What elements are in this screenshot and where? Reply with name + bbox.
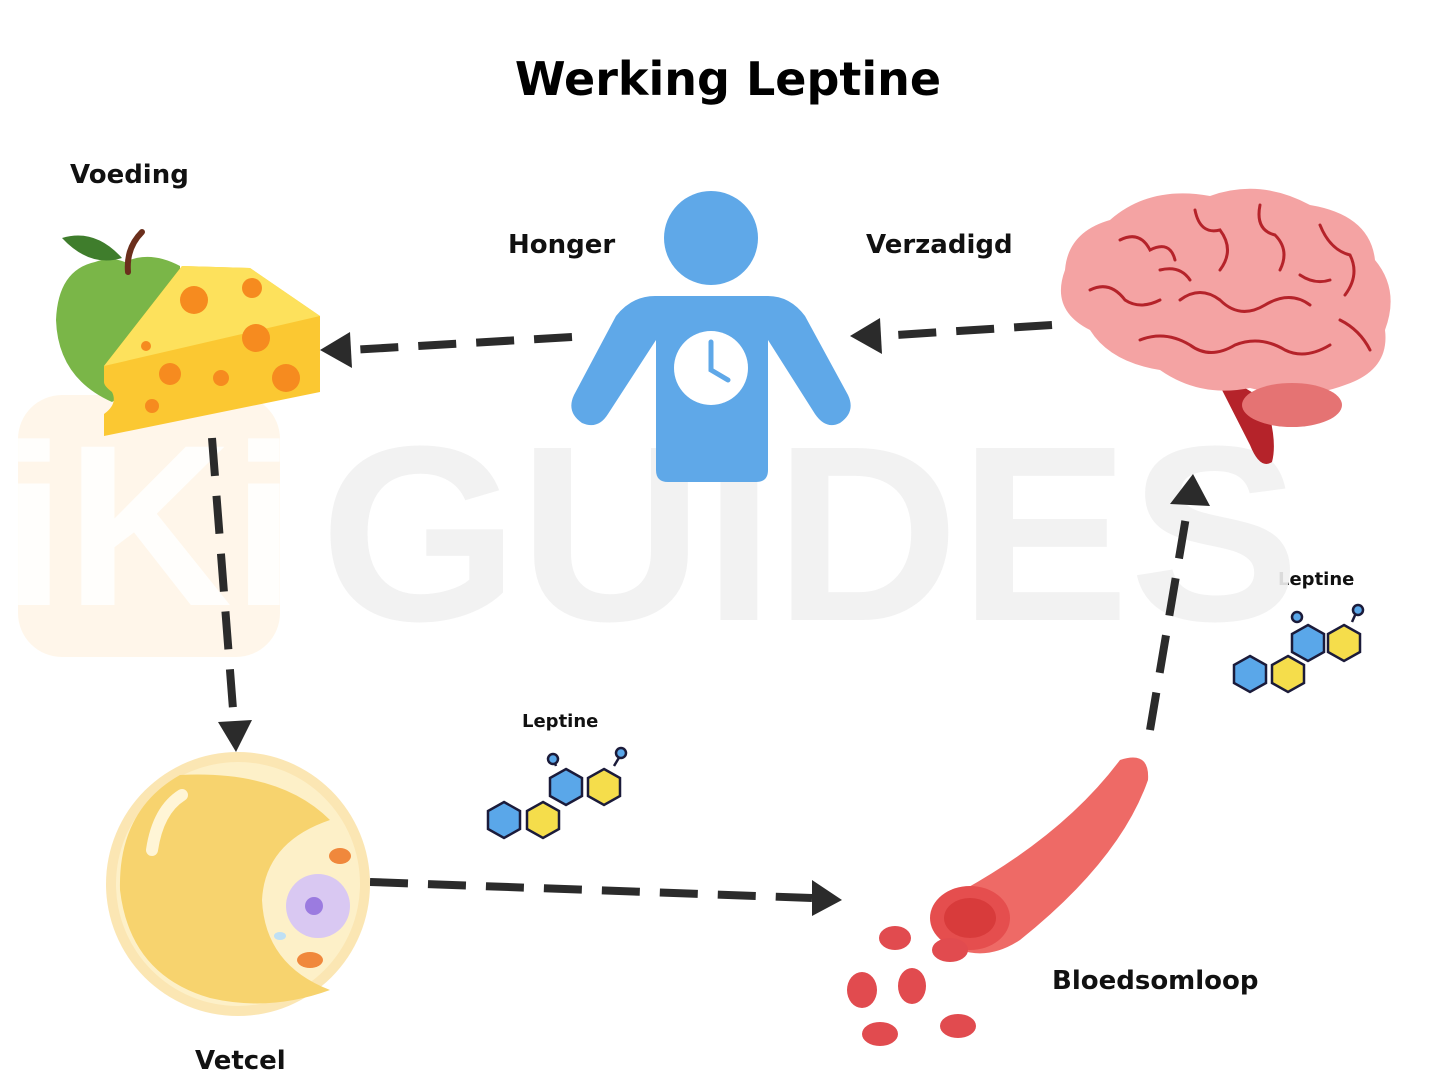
food-icon xyxy=(56,229,320,436)
diagram-title: Werking Leptine xyxy=(514,52,942,106)
arrowhead-vetcel xyxy=(218,720,252,752)
arrowhead-bloedsomloop xyxy=(812,880,842,916)
label-honger: Honger xyxy=(508,230,616,260)
label-leptine-right: Leptine xyxy=(1278,569,1355,590)
watermark-logo: iKi GUIDES xyxy=(2,394,1300,673)
label-vetcel: Vetcel xyxy=(195,1046,286,1076)
person-icon xyxy=(571,191,851,482)
arrow-honger-to-voeding xyxy=(349,333,573,354)
brain-icon xyxy=(1060,188,1391,464)
arrowhead-brain xyxy=(1170,474,1210,506)
svg-text:iKi: iKi xyxy=(2,397,296,654)
arrow-brain-to-person xyxy=(879,321,1053,340)
fat-cell-icon xyxy=(106,752,370,1016)
arrow-vetcel-to-bloedsomloop xyxy=(369,878,813,902)
leptine-molecule-center-icon xyxy=(486,746,628,840)
label-bloedsomloop: Bloedsomloop xyxy=(1052,966,1259,996)
blood-vessel-icon xyxy=(847,757,1149,1046)
label-voeding: Voeding xyxy=(70,160,189,190)
arrow-voeding-to-vetcel xyxy=(208,437,238,723)
arrowhead-voeding xyxy=(320,332,352,368)
arrow-bloedsomloop-to-brain xyxy=(1146,504,1192,731)
leptine-molecule-right-icon xyxy=(1232,603,1365,694)
arrowhead-person xyxy=(850,318,882,354)
label-verzadigd: Verzadigd xyxy=(866,230,1013,260)
svg-text:GUIDES: GUIDES xyxy=(320,394,1300,673)
label-leptine-center: Leptine xyxy=(522,711,599,732)
